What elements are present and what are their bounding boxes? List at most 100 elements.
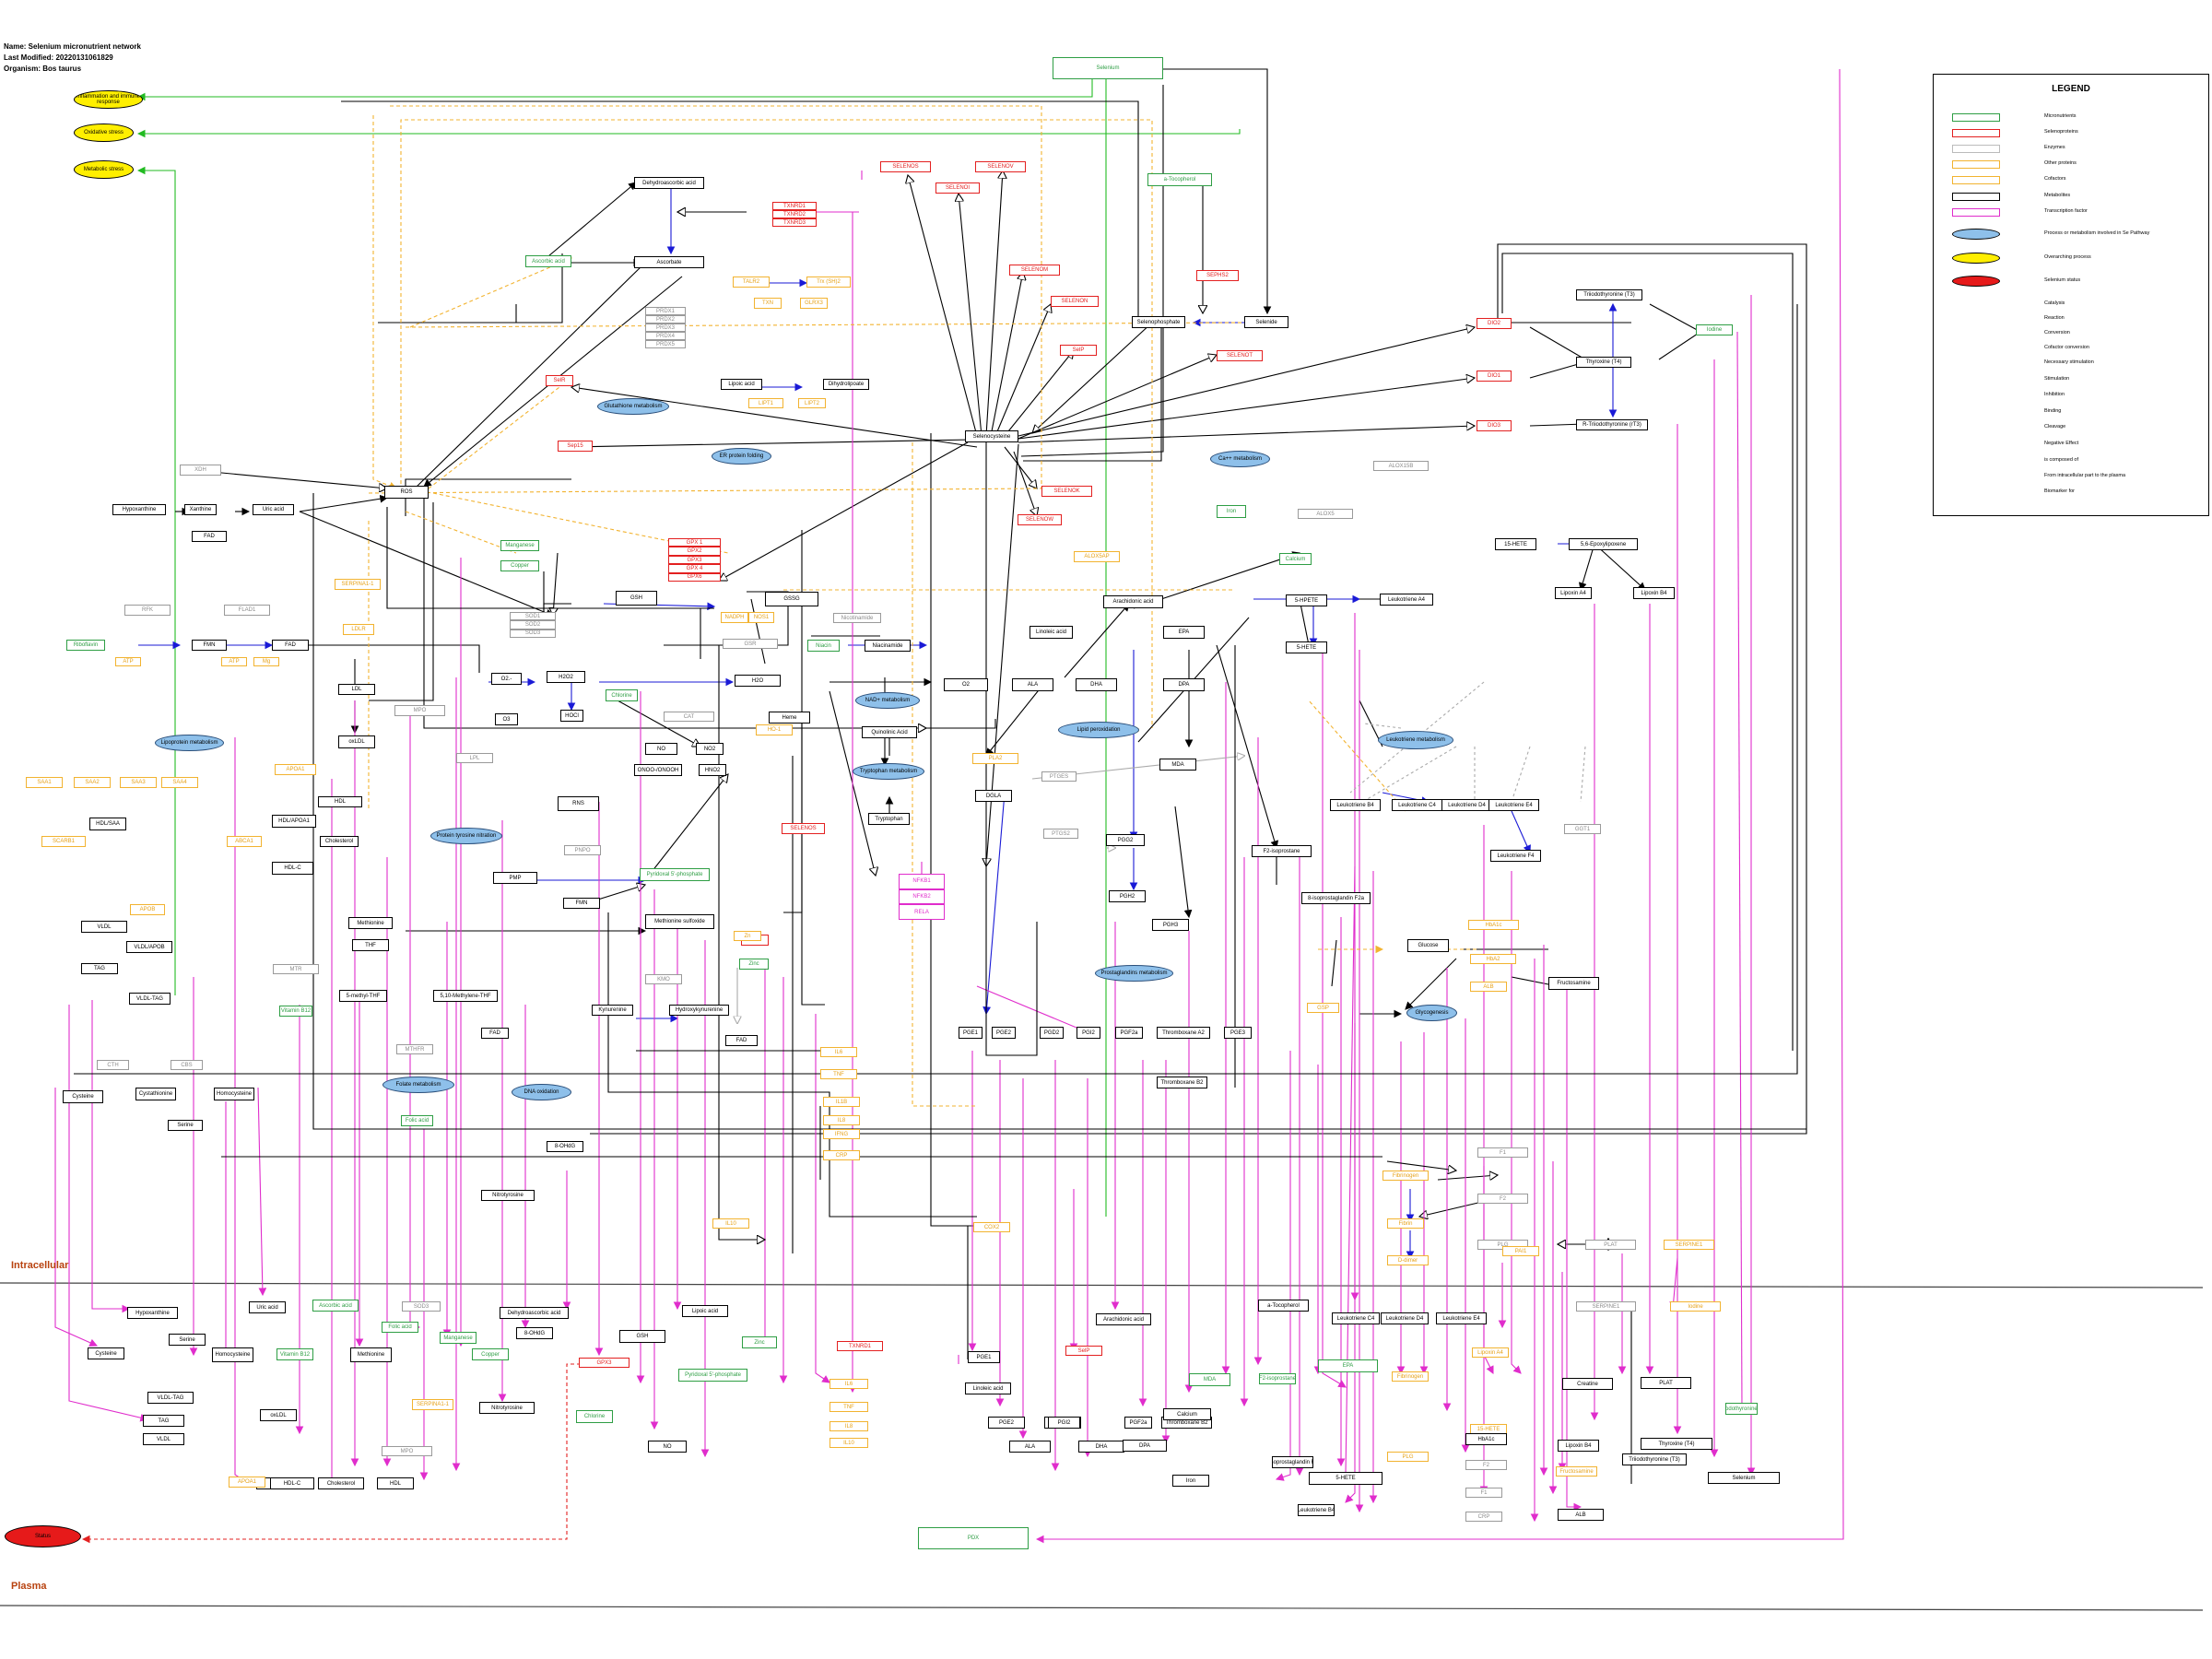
dehydroascorbic-acid-node[interactable]: Dehydroascorbic acid [500,1307,569,1319]
hdl-saa-node[interactable]: HDL/SAA [89,818,126,830]
il8-node[interactable]: IL8 [823,1115,860,1125]
lipoxin-b4-node[interactable]: Lipoxin B4 [1558,1440,1599,1452]
nad-metabolism-node[interactable]: NAD+ metabolism [855,692,920,709]
pgi2-node[interactable]: PGI2 [1048,1417,1080,1429]
pgd2-node[interactable]: PGD2 [1040,1027,1064,1039]
hypoxanthine-node[interactable]: Hypoxanthine [112,504,166,515]
vldl-apob-node[interactable]: VLDL/APOB [126,941,172,953]
r-triiodothyronine-rt3-node[interactable]: R-Triiodothyronine (rT3) [1576,419,1648,430]
dio2-node[interactable]: DIO2 [1477,318,1512,329]
homocysteine-node[interactable]: Homocysteine [212,1347,253,1362]
uric-acid-node[interactable]: Uric acid [249,1301,286,1313]
tnf-node[interactable]: TNF [820,1069,857,1079]
creatine-node[interactable]: Creatine [1562,1378,1613,1390]
hba1c-node[interactable]: HbA1c [1465,1433,1507,1445]
quinolinic-acid-node[interactable]: Quinolinic Acid [862,726,917,738]
copper-node[interactable]: Copper [500,560,539,571]
triiodothyronine-t3-node[interactable]: Triiodothyronine (T3) [1622,1453,1687,1465]
apoa1-node[interactable]: APOA1 [229,1477,265,1488]
gpx4-node[interactable]: GPX 4 [668,564,721,573]
pgf2a-node[interactable]: PGF2a [1115,1027,1143,1039]
arachidonic-acid-node[interactable]: Arachidonic acid [1103,595,1163,608]
alox15b-node[interactable]: ALOX15B [1373,461,1429,471]
fructosamine-node[interactable]: Fructosamine [1548,977,1599,990]
dpa-node[interactable]: DPA [1163,678,1205,691]
pge1-node[interactable]: PGE1 [968,1351,1000,1363]
zinc-node[interactable]: Zinc [742,1336,777,1348]
crp-node[interactable]: CRP [823,1150,860,1160]
kynurenine-node[interactable]: Kynurenine [592,1005,633,1016]
cholesterol-node[interactable]: Cholesterol [318,1477,364,1489]
cysteine-node[interactable]: Cysteine [88,1347,124,1359]
thromboxane-a2-node[interactable]: Thromboxane A2 [1157,1027,1210,1039]
glucose-node[interactable]: Glucose [1407,939,1449,952]
selp-node[interactable]: SelP [1065,1346,1102,1356]
cat-node[interactable]: CAT [664,712,714,722]
riboflavin-node[interactable]: Riboflavin [66,640,105,651]
txnrd3-node[interactable]: TXNRD3 [772,218,817,227]
pgg2-node[interactable]: PGG2 [1106,834,1145,846]
saa4-node[interactable]: SAA4 [161,777,198,788]
saa2-node[interactable]: SAA2 [74,777,111,788]
gpx3-node[interactable]: GPX3 [668,555,721,565]
f1-node[interactable]: F1 [1477,1147,1528,1158]
zinc-node[interactable]: Zinc [739,959,769,970]
epa-node[interactable]: EPA [1163,626,1205,639]
gsh-node[interactable]: GSH [616,591,657,606]
serpina1-1-node[interactable]: SERPINA1-1 [335,579,381,590]
alb-node[interactable]: ALB [1558,1509,1604,1521]
ldlr-node[interactable]: LDLR [343,624,374,635]
homocysteine-node[interactable]: Homocysteine [214,1088,254,1100]
pge2-node[interactable]: PGE2 [988,1417,1025,1429]
uric-acid-node[interactable]: Uric acid [253,504,294,515]
pgf2a-node[interactable]: PGF2a [1124,1417,1152,1429]
fmn-node[interactable]: FMN [563,898,600,909]
iron-node[interactable]: Iron [1217,505,1246,518]
selenocysteine-node[interactable]: Selenocysteine [965,430,1018,442]
lipoxin-a4-node[interactable]: Lipoxin A4 [1555,587,1592,599]
vldl-tag-node[interactable]: VLDL-TAG [129,993,171,1005]
talr2-node[interactable]: TALR2 [733,276,770,288]
gsp-node[interactable]: GSP [1307,1003,1339,1013]
sod3-node[interactable]: SOD3 [510,629,556,638]
selenot-node[interactable]: SELENOT [1217,350,1263,361]
iodine-node[interactable]: Iodine [1670,1301,1721,1312]
f1-node[interactable]: F1 [1465,1488,1502,1498]
fibrin-node[interactable]: Fibrin [1387,1218,1424,1229]
selp-node[interactable]: SelP [1060,345,1097,356]
selenom-node[interactable]: SELENOM [1009,265,1060,276]
no2-node[interactable]: NO2 [696,743,724,755]
lipoic-acid-node[interactable]: Lipoic acid [721,379,762,390]
mpo-node[interactable]: MPO [382,1446,432,1456]
nitrotyrosine-node[interactable]: Nitrotyrosine [481,1190,535,1201]
fad-node[interactable]: FAD [272,640,309,651]
fad-node[interactable]: FAD [725,1035,758,1046]
thyroxine-t4-node[interactable]: Thyroxine (T4) [1576,357,1631,368]
status-node[interactable]: Status [5,1525,81,1547]
fmn-node[interactable]: FMN [192,640,227,651]
h2o2-node[interactable]: H2O2 [547,671,585,683]
gpx1-node[interactable]: GPX 1 [668,538,721,547]
nicotinamide-node[interactable]: Nicotinamide [833,613,881,623]
sod1-node[interactable]: SOD1 [510,612,556,621]
alox5ap-node[interactable]: ALOX5AP [1074,551,1120,562]
mg-node[interactable]: Mg [253,657,279,666]
lipid-peroxidation-node[interactable]: Lipid peroxidation [1058,722,1139,738]
leukotriene-metabolism-node[interactable]: Leukotriene metabolism [1378,731,1453,749]
linoleic-acid-node[interactable]: Linoleic acid [1030,626,1073,639]
pdx-node[interactable]: PDX [918,1527,1029,1549]
nfkb2-node[interactable]: NFKB2 [899,888,945,905]
tryptophan-node[interactable]: Tryptophan [868,813,910,825]
5-hpete-node[interactable]: 5-HPETE [1286,594,1327,606]
atp-node[interactable]: ATP [221,657,247,666]
metabolic-stress-node[interactable]: Metabolic stress [74,160,134,179]
mpo-node[interactable]: MPO [394,705,445,716]
prdx2-node[interactable]: PRDX2 [645,315,686,324]
rfk-node[interactable]: RFK [124,605,171,616]
lpl-node[interactable]: LPL [456,753,493,763]
methionine-sulfoxide-node[interactable]: Methionine sulfoxide [645,914,714,929]
gpx6-node[interactable]: GPX6 [668,572,721,582]
pyridoxal-5-phosphate-node[interactable]: Pyridoxal 5'-phosphate [640,868,710,881]
glycogenesis-node[interactable]: Glycogenesis [1406,1005,1457,1021]
fibrinogen-node[interactable]: Fibrinogen [1382,1171,1429,1181]
